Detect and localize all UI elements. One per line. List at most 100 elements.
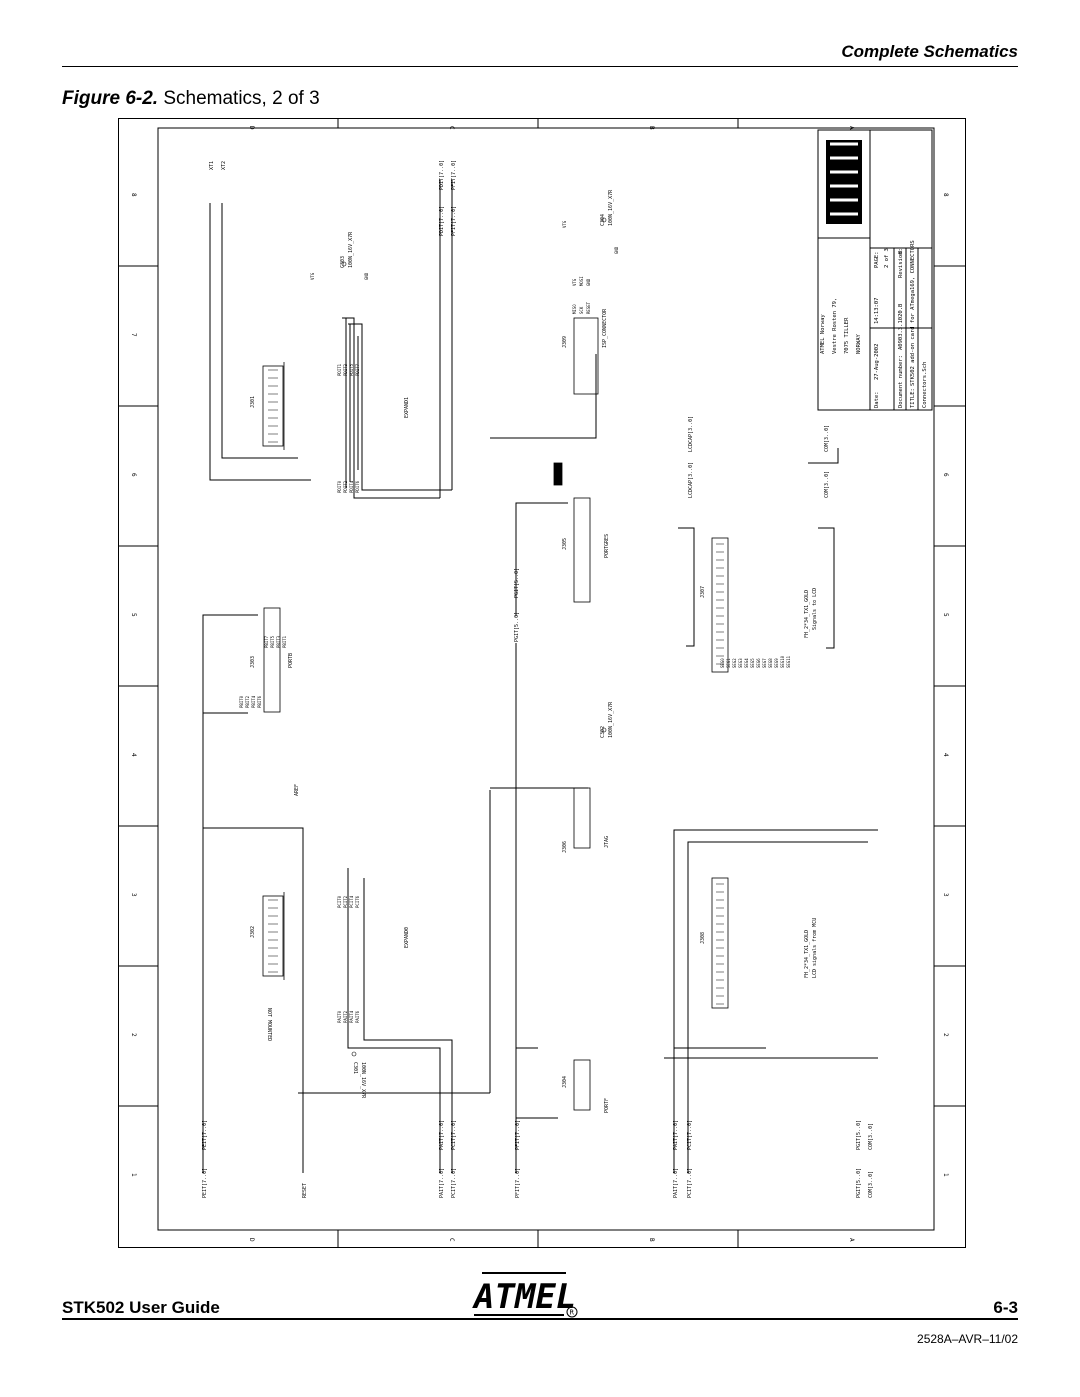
comp-c304: C304 [600, 214, 606, 226]
inner-frame [157, 127, 935, 1231]
row-number: 5 [130, 613, 137, 617]
net-pait2: PAIT[7..0] [439, 1168, 445, 1198]
comp-portb: PORTB [288, 653, 294, 668]
j302-body [262, 895, 284, 977]
outer-frame [118, 118, 966, 1248]
svg-text:R: R [570, 1309, 575, 1317]
comp-mcu-hdr-note: LCD signals from MCU [812, 918, 818, 978]
tb-company: ATMEL Norway [820, 314, 826, 354]
pin-label: PCIT6 [355, 895, 360, 908]
col-letter: C [448, 126, 455, 130]
j305-body [573, 497, 591, 603]
pin-label: PBIT7 [264, 635, 269, 648]
net-pgit2: PGIT[5..0] [514, 612, 520, 642]
pin-label: PBIT6 [257, 695, 262, 708]
comp-c303-val: 100N_16V_X7R [348, 231, 354, 268]
pin-label: PCIT0 [337, 895, 342, 908]
row-number: 2 [130, 1033, 137, 1037]
row-number: 6 [942, 473, 949, 477]
pin-label: SEG2 [732, 658, 737, 668]
net-pcit4: PCIT[7..0] [687, 1168, 693, 1198]
net-pfit2: PFIT[7..0] [451, 206, 457, 236]
j306-body [573, 787, 591, 849]
net-com: COM[3..0] [824, 471, 830, 498]
pin-label: SEG0 [720, 658, 725, 668]
net-pfit3: PFIT[7..0] [515, 1120, 521, 1150]
pin-label: PDIT6 [355, 480, 360, 493]
pin-label: PAIT0 [337, 1010, 342, 1023]
pin-label: SCK [579, 306, 584, 314]
comp-j309: J309 [562, 336, 568, 348]
j303-body [263, 607, 281, 713]
tb-date: 27-Aug-2002 [874, 344, 880, 380]
tb-revision-label: Revision: [898, 248, 904, 278]
net-peit2: PEIT[7..0] [202, 1168, 208, 1198]
net-aref: AREF [294, 784, 300, 796]
pin-label: PBIT5 [270, 635, 275, 648]
pin-label: PBIT2 [245, 695, 250, 708]
pin-label: MOSI [579, 276, 584, 286]
row-number: 4 [942, 753, 949, 757]
row-number: 1 [130, 1173, 137, 1177]
pin-label: PDIT1 [337, 363, 342, 376]
tb-date-label: Date: [874, 391, 880, 408]
tb-title: STK502 add-on card for ATmega169, CONNEC… [910, 240, 916, 386]
net-lcdcap2: LCDCAP[3..0] [688, 416, 694, 452]
pin-label: GND [586, 278, 591, 286]
net-pdit: PDIT[7..0] [439, 160, 445, 190]
page-number: 6-3 [993, 1298, 1018, 1317]
col-letter: D [248, 126, 255, 130]
tb-sheet-value: 2 of 3 [884, 248, 890, 268]
tb-country: NORWAY [856, 333, 862, 354]
logo-wordmark: ATMEL [472, 1277, 576, 1317]
figure-caption: Figure 6-2. Schematics, 2 of 3 [62, 88, 320, 110]
j304-body [573, 1059, 591, 1111]
pin-label: GND [364, 272, 369, 280]
row-number: 3 [942, 893, 949, 897]
pin-label: PDIT0 [337, 480, 342, 493]
row-number: 2 [942, 1033, 949, 1037]
net-xt1: XT1 [209, 161, 215, 170]
col-letter: A [848, 126, 855, 130]
pin-label: SEG9 [774, 658, 779, 668]
pin-label: PBIT0 [239, 695, 244, 708]
net-pait3: PAIT[7..0] [673, 1120, 679, 1150]
net-peit: PEIT[7..0] [202, 1120, 208, 1150]
row-number: 8 [130, 193, 137, 197]
pin-label: PDIT3 [343, 363, 348, 376]
atmel-logo: ATMEL R [472, 1272, 578, 1318]
tb-sheet-label: PAGE: [874, 251, 880, 268]
comp-j301: J301 [250, 396, 256, 408]
pin-label: SEG10 [780, 655, 785, 668]
comp-j305: J305 [562, 538, 568, 550]
comp-portf: PORTF [604, 1098, 610, 1113]
row-number: 3 [130, 893, 137, 897]
tb-docnum-label: Document number: [898, 355, 904, 408]
net-pfit: PFIT[7..0] [451, 160, 457, 190]
comp-mcu-hdr: FH_2*34_TX1_GOLD [804, 930, 810, 978]
net-pgit3: PGIT[5..0] [856, 1120, 862, 1150]
net-pgit4: PGIT[5..0] [856, 1168, 862, 1198]
comp-lcd-hdr-note: Signals to LCD [812, 588, 818, 630]
pin-label: PDIT2 [343, 480, 348, 493]
pin-label: SEG6 [756, 658, 761, 668]
pin-label: PAIT4 [349, 1010, 354, 1023]
col-letter: D [248, 1238, 255, 1242]
row-number: 7 [130, 333, 137, 337]
j307-body [711, 537, 729, 673]
pin-label: SEG11 [786, 655, 791, 668]
comp-j303: J303 [250, 656, 256, 668]
comp-expand0: EXPAND0 [404, 927, 410, 948]
pin-label: SEG3 [738, 658, 743, 668]
figure-title: Schematics, 2 of 3 [163, 88, 320, 109]
net-pdit2: PDIT[7..0] [439, 206, 445, 236]
net-com2: COM[3..0] [824, 425, 830, 452]
figure-label: Figure 6-2. [62, 88, 159, 109]
net-pfit4: PFIT[7..0] [515, 1168, 521, 1198]
pin-label: SEG4 [744, 658, 749, 668]
tb-docnum: A0903.3.1020.B [898, 303, 904, 350]
net-com4: COM[3..0] [868, 1171, 874, 1198]
wiring [202, 180, 878, 1173]
jumper-body [553, 462, 563, 486]
pin-label: MISO [572, 304, 577, 314]
